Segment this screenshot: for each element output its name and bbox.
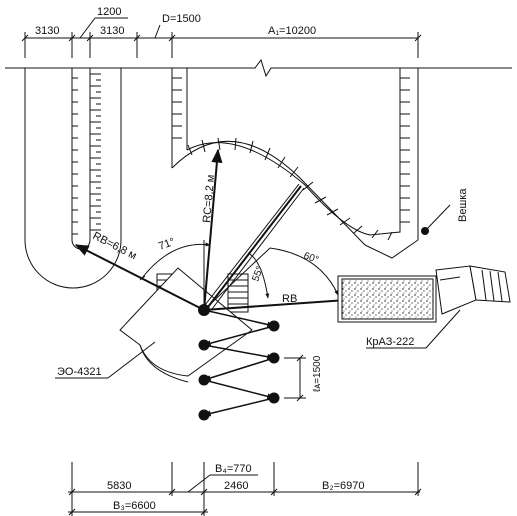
dim-b2-6970: B₂=6970: [322, 480, 365, 492]
angle-55-label: 55°: [250, 265, 266, 283]
dim-3130-left: 3130: [35, 25, 59, 37]
angle-arcs: [139, 240, 339, 311]
dim-a1-10200: A₁=10200: [268, 25, 316, 37]
truck-label: КрАЗ-222: [366, 336, 414, 348]
bottom-dimension-lines: [68, 462, 422, 516]
marker-point: [421, 204, 451, 235]
dim-b4-770: B₄=770: [215, 463, 252, 475]
radius-rv-label: RВ=6,8 м: [91, 230, 139, 262]
excavator-leader: [55, 341, 156, 379]
excavator-boom: [204, 183, 305, 310]
step-label: ℓᴀ=1500: [312, 355, 323, 392]
dim-3130-right: 3130: [100, 25, 124, 37]
step-dimension: [284, 354, 306, 402]
radius-rb-label: RВ: [282, 293, 297, 305]
truck-body: [337, 265, 511, 323]
dim-2460: 2460: [224, 480, 248, 492]
previous-trench-outline: [24, 68, 122, 289]
excavator-label: ЭО-4321: [57, 366, 102, 378]
radius-rs-label: RС=8,2 м: [201, 174, 217, 223]
truck-leader: [366, 309, 461, 349]
dim-d-1500: D=1500: [162, 13, 201, 25]
top-dimension-line: [21, 17, 422, 58]
excavator-stop-points: [198, 304, 280, 421]
current-trench-outline: [171, 68, 419, 259]
marker-label: Вешка: [457, 188, 469, 222]
dim-b3-6600: B₃=6600: [113, 500, 156, 512]
angle-71-label: 71°: [157, 236, 177, 253]
dim-1200: 1200: [97, 6, 121, 18]
angle-60-label: 60°: [302, 250, 320, 266]
dim-5830: 5830: [107, 480, 131, 492]
excavator-body: [119, 267, 253, 383]
ground-surface-line: [5, 58, 512, 78]
zigzag-movement-path: [203, 309, 275, 417]
